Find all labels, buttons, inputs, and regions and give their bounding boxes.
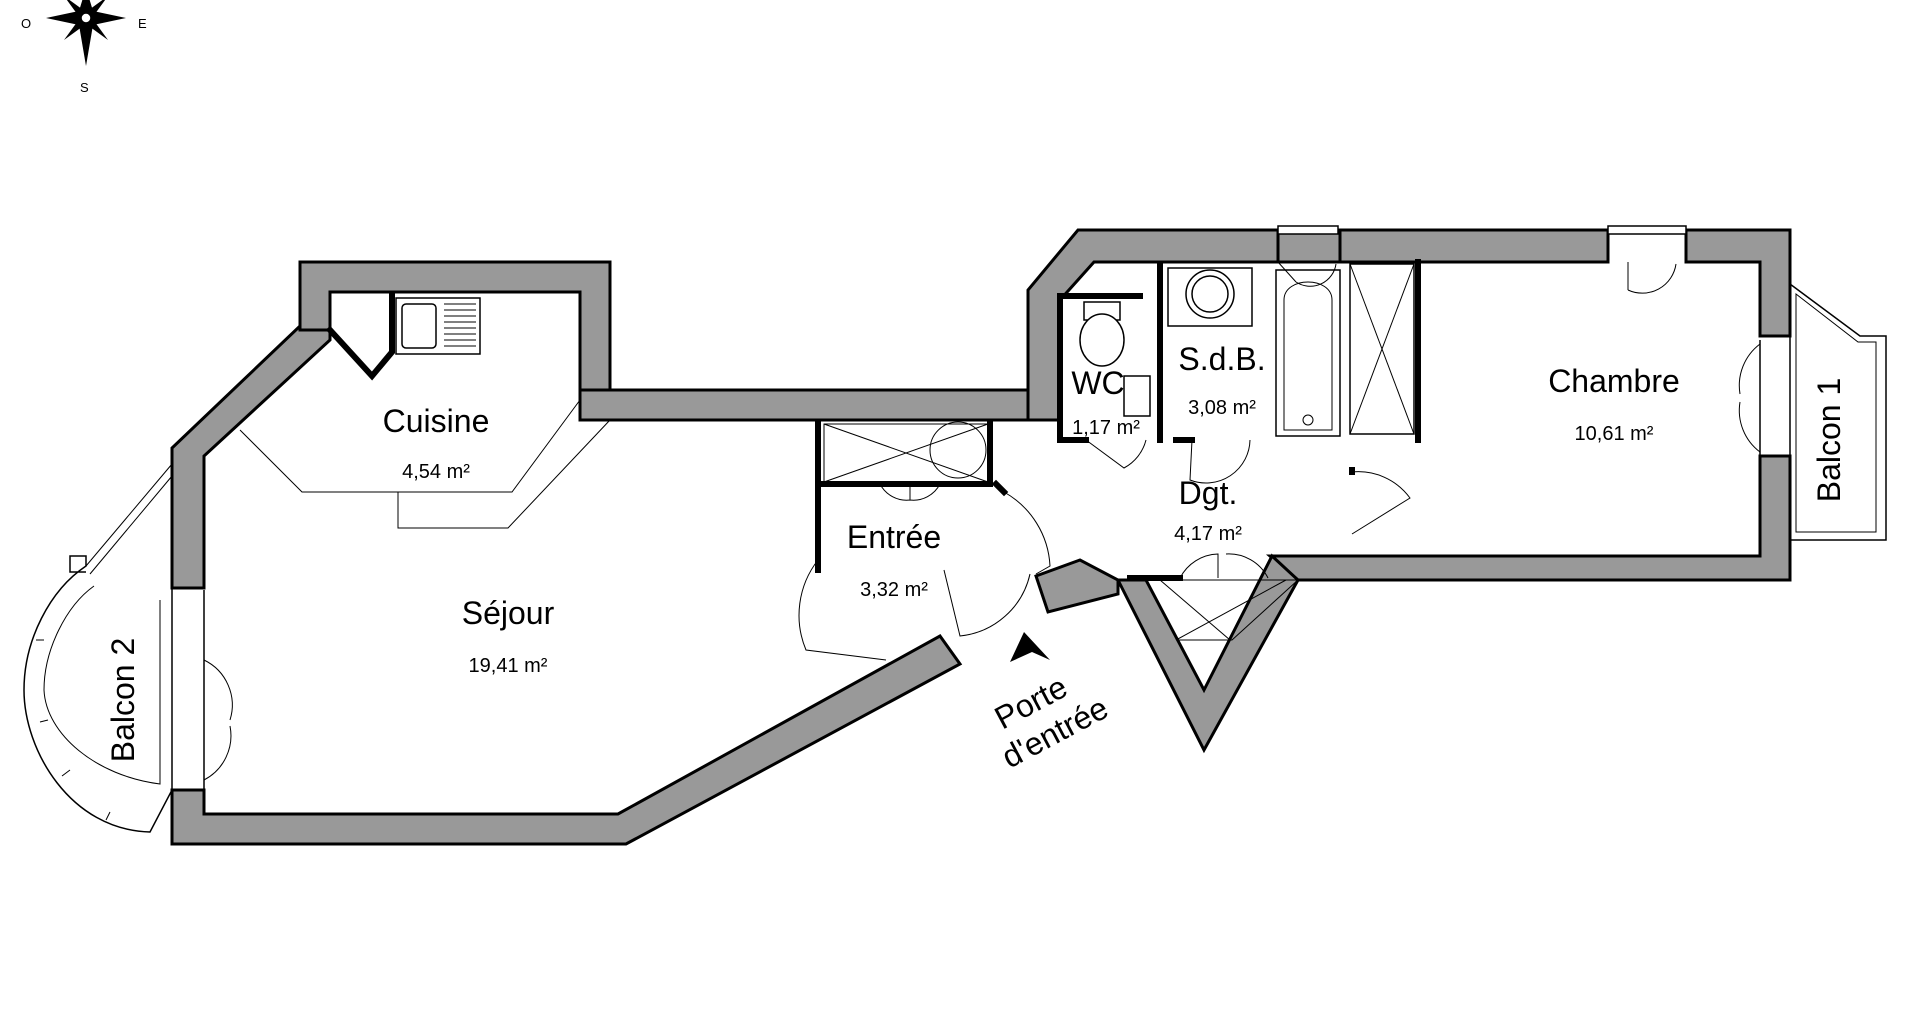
room-label-balcon1: Balcon 1 xyxy=(1811,378,1847,503)
room-label-chambre: Chambre xyxy=(1548,363,1680,399)
door-entree-closet xyxy=(879,483,941,501)
room-area-chambre: 10,61 m² xyxy=(1575,423,1654,445)
wc-handsink xyxy=(1123,375,1151,417)
wall-entree-east xyxy=(1034,558,1120,614)
compass-west-label: O xyxy=(21,16,31,31)
balcon2-inner-rail xyxy=(43,585,161,785)
wc-toilet xyxy=(1079,301,1125,367)
door-entrance-2 xyxy=(943,569,1031,637)
compass-south-label: S xyxy=(80,80,89,95)
wall-sdb-north xyxy=(1276,228,1342,264)
compass-rose xyxy=(46,0,126,66)
kitchen-counter-inner xyxy=(398,399,581,493)
compass-star-diag xyxy=(86,18,108,40)
entree-closet xyxy=(823,421,989,483)
room-label-wc: WC xyxy=(1071,365,1124,401)
wall-chambre-north-east xyxy=(1684,228,1792,338)
room-label-sejour: Séjour xyxy=(462,595,555,631)
balcon2-door-line2 xyxy=(89,475,173,575)
chambre-closet xyxy=(1349,263,1415,435)
sdb-bathtub xyxy=(1275,269,1341,437)
kitchen-drainboard xyxy=(444,303,476,347)
partition-entree-closet xyxy=(815,419,993,487)
balcon2-door-line xyxy=(85,463,173,567)
balcon1-outline xyxy=(1789,282,1887,541)
compass-east-label: E xyxy=(138,16,147,31)
room-area-entree: 3,32 m² xyxy=(860,579,928,601)
kitchen-cabinet-partition xyxy=(325,293,395,381)
door-sdb xyxy=(1189,439,1251,484)
door-entrance xyxy=(1003,491,1051,575)
compass-star-west xyxy=(46,11,86,25)
room-area-sdb: 3,08 m² xyxy=(1188,397,1256,419)
entrance-arrow-icon xyxy=(1010,632,1050,662)
door-dgt-closet xyxy=(1179,553,1269,579)
door-chambre xyxy=(1351,471,1411,535)
door-chambre-balcony xyxy=(1738,340,1761,456)
partition-entree-door-post xyxy=(991,479,1009,497)
balcon2-rail-segments xyxy=(36,639,111,821)
room-area-sejour: 19,41 m² xyxy=(469,655,548,677)
room-label-cuisine: Cuisine xyxy=(383,403,490,439)
window-chambre-north xyxy=(1607,225,1687,294)
balcon1-inner xyxy=(1795,292,1877,533)
wall-chambre-east-lower xyxy=(1265,454,1792,582)
balcon2-outline xyxy=(23,555,173,833)
door-sejour-balcony xyxy=(203,590,233,790)
kitchen-counter xyxy=(239,419,611,529)
room-label-entree: Entrée xyxy=(847,519,941,555)
compass-star-east xyxy=(86,11,126,25)
wall-chambre-north xyxy=(1338,228,1610,264)
room-area-wc: 1,17 m² xyxy=(1072,417,1140,439)
sdb-washbasin xyxy=(1167,267,1253,327)
room-label-sdb: S.d.B. xyxy=(1178,341,1265,377)
door-wc xyxy=(1085,439,1147,469)
wall-sejour-west-lower xyxy=(170,634,963,846)
room-label-dgt: Dgt. xyxy=(1179,475,1238,511)
door-entree-sejour xyxy=(798,559,887,661)
room-area-dgt: 4,17 m² xyxy=(1174,523,1242,545)
wall-sejour-northwest xyxy=(170,322,332,590)
kitchen-sink-basin xyxy=(401,303,437,349)
compass-star-diag4 xyxy=(66,0,86,18)
compass-star-diag2 xyxy=(64,18,86,40)
compass-star-south xyxy=(79,18,93,66)
wall-corridor-north xyxy=(578,388,1030,422)
window-sdb-north xyxy=(1277,225,1339,287)
compass-center xyxy=(80,12,92,24)
room-label-balcon2: Balcon 2 xyxy=(105,638,141,763)
room-area-cuisine: 4,54 m² xyxy=(402,461,470,483)
compass-star-diag3 xyxy=(86,0,106,18)
wall-dgt-south-triangle xyxy=(1115,553,1300,754)
dgt-closet xyxy=(1145,579,1300,641)
